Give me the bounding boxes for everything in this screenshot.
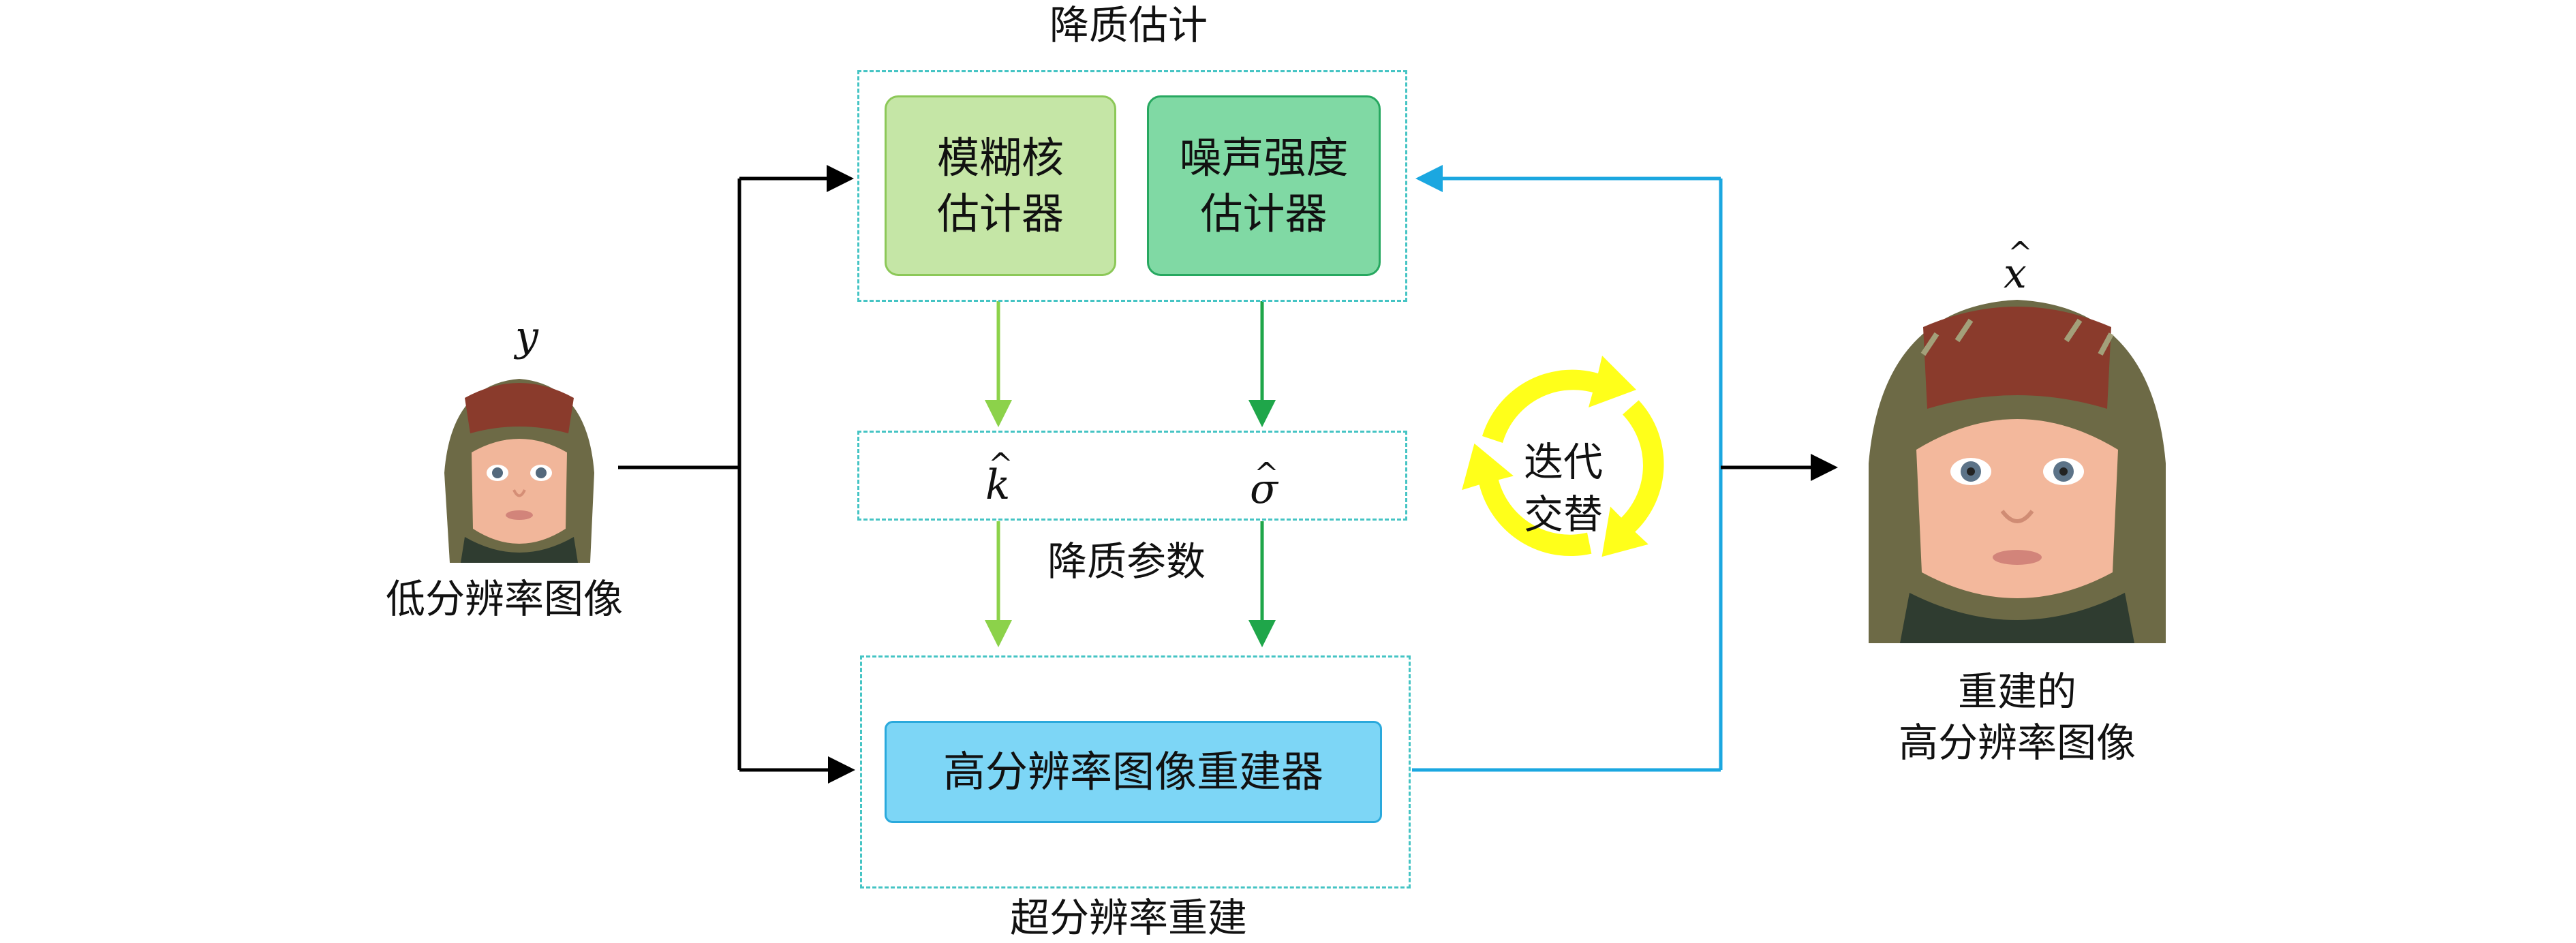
output-x-symbol: x — [2004, 250, 2027, 298]
super-resolution-group — [860, 655, 1411, 888]
noise-level-estimator-line2: 估计器 — [1200, 188, 1328, 238]
sigma-hat-mark: ^ — [1254, 457, 1279, 491]
feedback-loop-lines — [1412, 165, 1723, 772]
iteration-line2: 交替 — [1524, 491, 1604, 538]
input-symbol: y — [515, 313, 538, 360]
degradation-params-group — [857, 431, 1407, 521]
output-label: 重建的 高分辨率图像 — [1888, 666, 2147, 769]
degradation-estimation-title: 降质估计 — [1049, 2, 1208, 48]
noise-level-estimator-line1: 噪声强度 — [1179, 132, 1349, 183]
output-symbol: ^ x — [2004, 232, 2033, 298]
noise-level-estimator-box: 噪声强度 估计器 — [1147, 95, 1381, 276]
sigma-estimate-symbol: ^ σ — [1250, 450, 1279, 513]
degradation-params-label: 降质参数 — [1047, 538, 1206, 585]
output-hat-mark: ^ — [2008, 236, 2033, 270]
blur-kernel-estimator-line1: 模糊核 — [936, 132, 1064, 183]
blur-kernel-estimator-box: 模糊核 估计器 — [885, 95, 1116, 276]
iteration-line1: 迭代 — [1524, 439, 1604, 485]
iteration-label: 迭代 交替 — [1524, 436, 1603, 540]
kernel-symbol: k — [985, 461, 1011, 509]
sigma-symbol: σ — [1250, 465, 1278, 513]
blur-kernel-estimator-line2: 估计器 — [936, 188, 1064, 238]
hr-reconstructor-box: 高分辨率图像重建器 — [885, 721, 1382, 823]
output-label-line1: 重建的 — [1957, 668, 2076, 715]
hr-reconstructor-label: 高分辨率图像重建器 — [942, 747, 1323, 797]
super-resolution-title: 超分辨率重建 — [1010, 895, 1248, 941]
iteration-cycle-arrows — [1462, 356, 1664, 557]
kernel-hat-mark: ^ — [988, 447, 1013, 482]
input-branch-lines — [618, 165, 855, 784]
high-res-baby-image — [1841, 293, 2193, 643]
degradation-estimation-group — [857, 70, 1407, 302]
low-res-baby-image — [424, 371, 615, 563]
input-label: 低分辨率图像 — [386, 576, 624, 622]
kernel-estimate-symbol: ^ k — [985, 450, 1013, 511]
output-label-line2: 高分辨率图像 — [1898, 720, 2136, 767]
